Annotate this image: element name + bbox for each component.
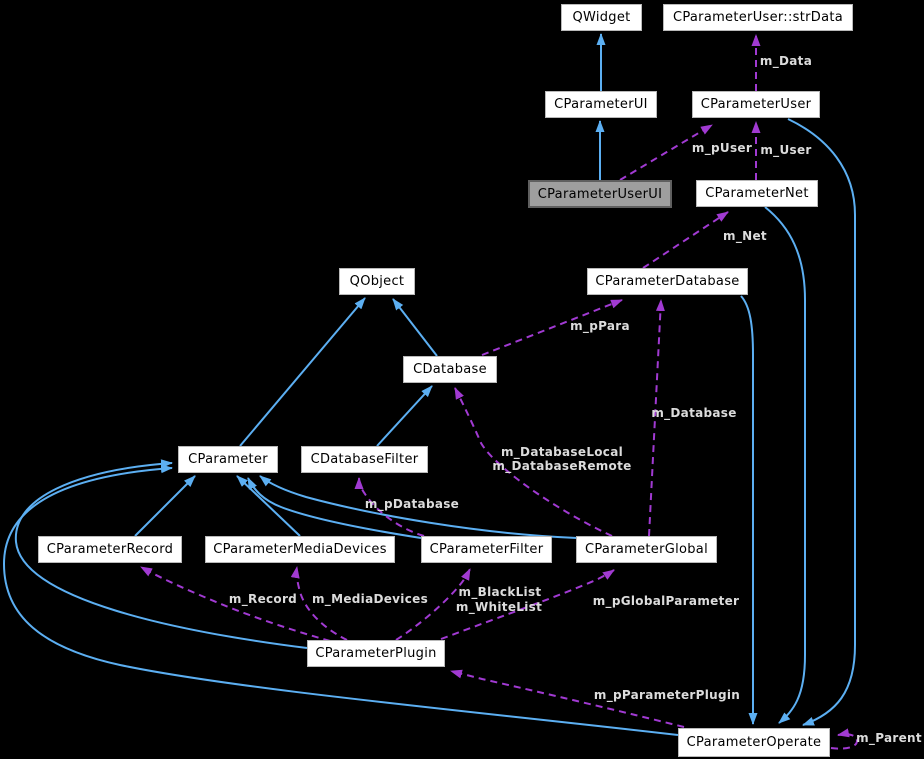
class-node-cparameterplugin[interactable]: CParameterPlugin	[307, 640, 445, 667]
edge-label-m-database: m_Database	[651, 406, 737, 420]
edge-cdatabasefilter-cdatabase	[376, 385, 433, 447]
class-node-cparameterfilter[interactable]: CParameterFilter	[421, 536, 552, 563]
class-node-cparameteruser-strdata[interactable]: CParameterUser::strData	[663, 4, 853, 31]
edge-label-m-databaseremote: m_DatabaseRemote	[492, 459, 632, 473]
class-node-cparameteruser[interactable]: CParameterUser	[692, 91, 820, 118]
class-node-label: CParameterRecord	[46, 542, 174, 557]
edge-cparameteroperate-cparameter	[2, 464, 679, 736]
edge-cparameterglobal-cdatabase	[454, 387, 613, 537]
edge-cparameterglobal-cparameter	[259, 475, 578, 539]
class-node-label: CParameterGlobal	[585, 542, 708, 557]
class-node-label: CParameterUser::strData	[672, 10, 844, 25]
class-node-qwidget[interactable]: QWidget	[561, 4, 642, 31]
edge-cparameterplugin-cparameterglobal	[440, 569, 615, 640]
class-node-cdatabasefilter[interactable]: CDatabaseFilter	[301, 446, 428, 473]
class-node-label: CParameterPlugin	[315, 646, 437, 661]
class-node-cdatabase[interactable]: CDatabase	[403, 356, 497, 383]
class-node-label: CParameterOperate	[686, 735, 822, 750]
edge-label-m-parent: m_Parent	[856, 731, 922, 745]
class-node-cparameterui[interactable]: CParameterUI	[545, 91, 657, 118]
edge-cparameterplugin-cparameter	[14, 459, 308, 649]
class-node-cparameterglobal[interactable]: CParameterGlobal	[576, 536, 717, 563]
edge-label-m-data: m_Data	[759, 54, 813, 68]
class-node-cparameter[interactable]: CParameter	[178, 446, 278, 473]
class-node-label: CParameterUI	[554, 97, 648, 112]
edge-cparameterrecord-cparameter	[134, 475, 196, 537]
edge-cparameterglobal-cparameterdatabase	[648, 299, 665, 537]
class-node-cparameterrecord[interactable]: CParameterRecord	[38, 536, 182, 563]
edge-cparameterplugin-cparameterfilter	[395, 568, 471, 641]
class-node-cparameternet[interactable]: CParameterNet	[696, 180, 818, 207]
edge-cdatabase-qobject	[392, 298, 438, 357]
edge-cparameteruser-cparameteroperate	[787, 118, 856, 726]
class-node-cparametermediadevices[interactable]: CParameterMediaDevices	[205, 536, 395, 563]
edge-cparameterdatabase-cparameternet	[642, 211, 729, 269]
edge-label-m-net: m_Net	[723, 229, 767, 243]
class-node-label: CParameterDatabase	[595, 274, 740, 289]
edge-cparameterdatabase-cparameteroperate	[740, 295, 758, 725]
class-node-label: CDatabase	[413, 362, 487, 377]
class-node-cparameteruserui-current[interactable]: CParameterUserUI	[528, 180, 672, 208]
edge-label-m-mediadevices: m_MediaDevices	[311, 592, 429, 606]
edge-label-m-databaselocal: m_DatabaseLocal	[500, 445, 624, 459]
class-node-label: CParameterFilter	[429, 542, 544, 557]
edge-label-m-pglobalparameter: m_pGlobalParameter	[592, 594, 740, 608]
class-node-qobject[interactable]: QObject	[339, 268, 415, 295]
class-node-label: QObject	[349, 274, 405, 289]
edge-label-m-ppara: m_pPara	[570, 319, 630, 333]
edge-cparameteroperate-self-parent	[830, 728, 859, 750]
edge-label-m-blacklist: m_BlackList	[458, 585, 542, 599]
edge-cparameternet-cparameteroperate	[764, 206, 806, 724]
class-node-label: CParameterNet	[705, 186, 809, 201]
class-node-label: QWidget	[572, 10, 631, 25]
edge-label-m-whitelist: m_WhiteList	[455, 600, 543, 614]
edge-cparametermediadevices-cparameter	[236, 475, 301, 537]
edge-label-m-puser: m_pUser	[691, 141, 753, 155]
class-node-cparameteroperate[interactable]: CParameterOperate	[678, 728, 830, 757]
edge-cparameterfilter-cparameter	[247, 477, 422, 539]
class-node-cparameterdatabase[interactable]: CParameterDatabase	[587, 268, 748, 295]
class-node-label: CParameterMediaDevices	[213, 542, 387, 557]
class-node-label: CParameterUser	[700, 97, 812, 112]
edge-cparameteruserui-cparameteruser	[619, 124, 713, 181]
edge-cdatabase-cparameterdatabase	[481, 299, 623, 356]
edge-cparameteroperate-cparameterplugin	[450, 669, 685, 728]
class-node-label: CParameterUserUI	[537, 186, 663, 202]
class-node-label: CDatabaseFilter	[310, 452, 419, 467]
edge-label-m-pdatabase: m_pDatabase	[364, 497, 460, 511]
class-node-label: CParameter	[188, 452, 268, 467]
edge-cparameterplugin-cparametermediadevices	[290, 566, 348, 641]
edge-label-m-pparameterplugin: m_pParameterPlugin	[593, 688, 741, 702]
edge-label-m-record: m_Record	[228, 592, 298, 606]
edge-label-m-user: m_User	[760, 143, 812, 157]
edge-cparameter-qobject	[239, 297, 366, 447]
edge-cparameterfilter-cdatabasefilter	[354, 477, 425, 537]
